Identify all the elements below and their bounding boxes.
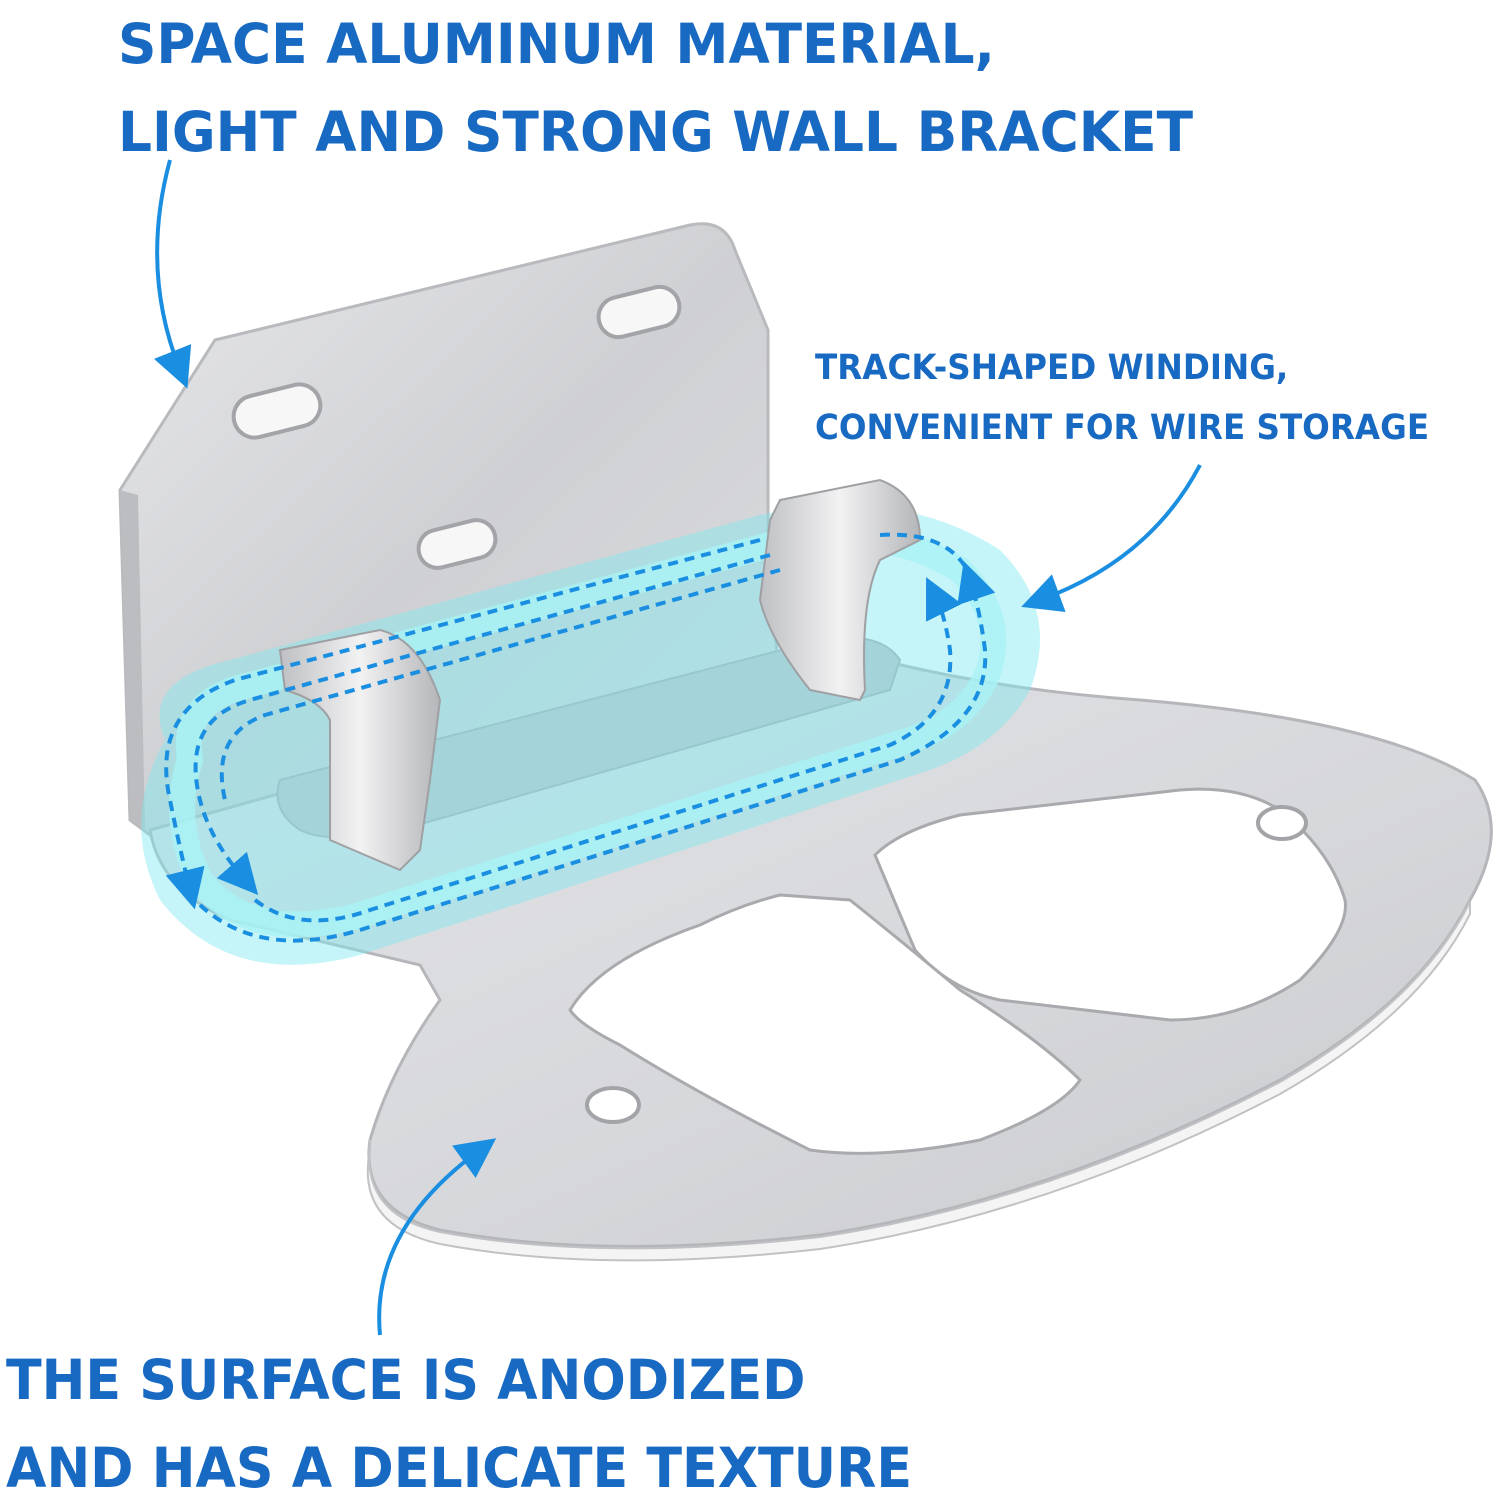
callout-track-text: TRACK-SHAPED WINDING, CONVENIENT FOR WIR… <box>815 338 1429 458</box>
headline-top-line1: SPACE ALUMINUM MATERIAL, <box>118 12 995 76</box>
screw-hole-right <box>1256 805 1308 841</box>
headline-top-line2: LIGHT AND STRONG WALL BRACKET <box>118 100 1193 164</box>
headline-bottom-line1: THE SURFACE IS ANODIZED <box>6 1348 806 1412</box>
winding-path-1 <box>164 538 761 910</box>
winding-path-2 <box>193 553 771 896</box>
base-plate-edge <box>366 901 1471 1262</box>
mounting-slot-2 <box>231 382 323 440</box>
base-cutout-left <box>568 893 1082 1155</box>
headline-bottom-line2: AND HAS A DELICATE TEXTURE <box>6 1436 913 1500</box>
base-cutout-right <box>873 787 1347 1022</box>
mounting-slot-3 <box>416 518 498 570</box>
winding-path-4 <box>198 561 996 943</box>
screw-hole-left <box>585 1086 641 1124</box>
wall-plate-edge <box>120 490 145 830</box>
headline-top: SPACE ALUMINUM MATERIAL, LIGHT AND STRON… <box>118 0 1193 176</box>
callout-arrow-top <box>154 159 192 389</box>
callout-track-line2: CONVENIENT FOR WIRE STORAGE <box>815 408 1430 448</box>
callout-track-line1: TRACK-SHAPED WINDING, <box>815 348 1289 388</box>
winding-path-3 <box>219 568 781 801</box>
winding-path-5 <box>253 577 962 923</box>
callout-arrow-track <box>1021 464 1202 612</box>
winding-path-6 <box>879 532 977 591</box>
headline-bottom: THE SURFACE IS ANODIZED AND HAS A DELICA… <box>6 1336 912 1512</box>
callout-arrow-bottom <box>377 1138 497 1336</box>
mounting-slot-1 <box>596 284 682 340</box>
hook-left <box>278 628 442 872</box>
